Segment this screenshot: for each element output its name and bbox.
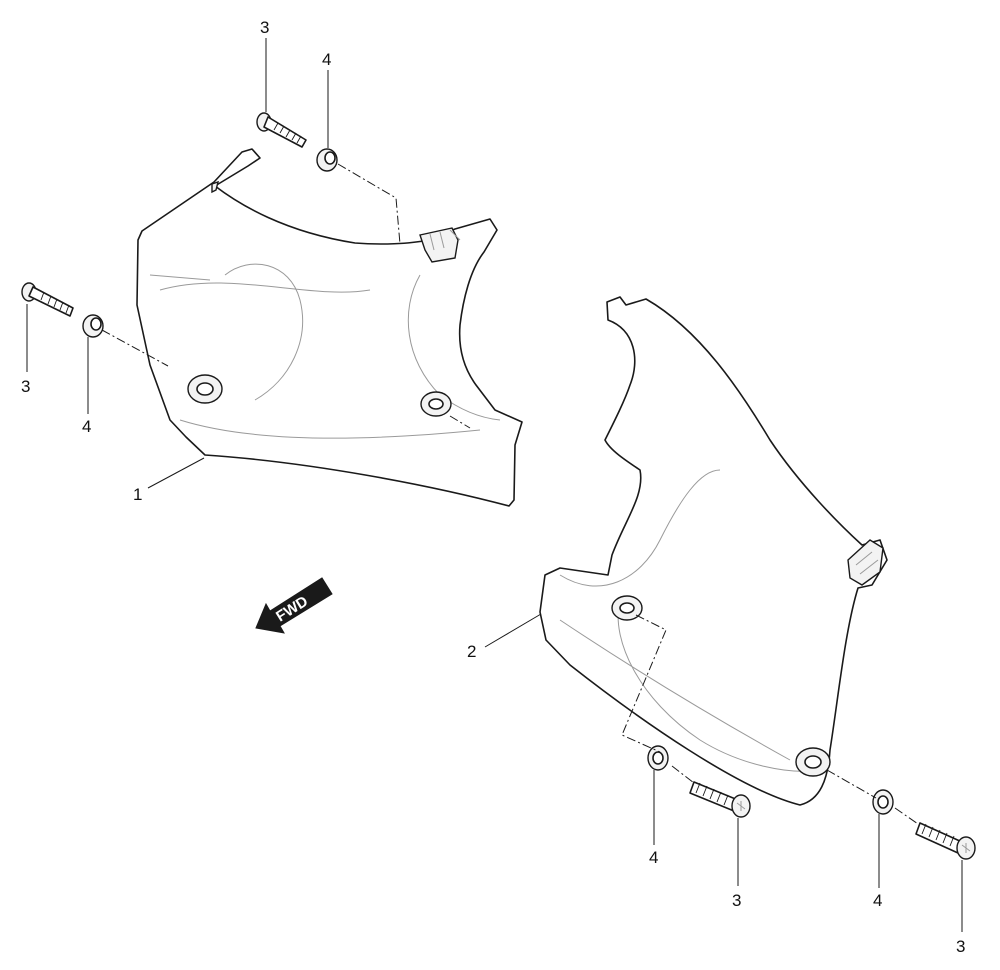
callout-cover-right: 2 <box>467 642 476 661</box>
callout-washer-bottom-mid: 4 <box>649 848 658 867</box>
leader-lines <box>26 38 963 932</box>
callout-screw-left: 3 <box>21 377 30 396</box>
callout-washer-top: 4 <box>322 50 331 69</box>
washer-bottom-right <box>872 789 894 815</box>
callout-washer-bottom-right: 4 <box>873 891 882 910</box>
screw-left <box>21 282 74 317</box>
callout-screw-bottom-mid: 3 <box>732 891 741 910</box>
callout-washer-left: 4 <box>82 417 91 436</box>
screw-top <box>256 112 307 148</box>
callout-screw-bottom-right: 3 <box>956 937 965 956</box>
callout-cover-left: 1 <box>133 485 142 504</box>
washer-left <box>82 314 104 338</box>
fwd-direction-arrow: FWD <box>255 577 333 634</box>
screw-bottom-right <box>915 822 976 860</box>
callout-screw-top: 3 <box>260 18 269 37</box>
washer-top <box>316 148 338 172</box>
callout-numbers: 3 4 3 4 1 2 4 3 4 3 <box>21 18 965 956</box>
side-cover-left <box>136 148 523 507</box>
screw-bottom-mid <box>689 781 751 818</box>
side-cover-right <box>539 296 888 806</box>
assembly-lines <box>101 163 919 825</box>
washer-bottom-mid <box>647 745 669 771</box>
